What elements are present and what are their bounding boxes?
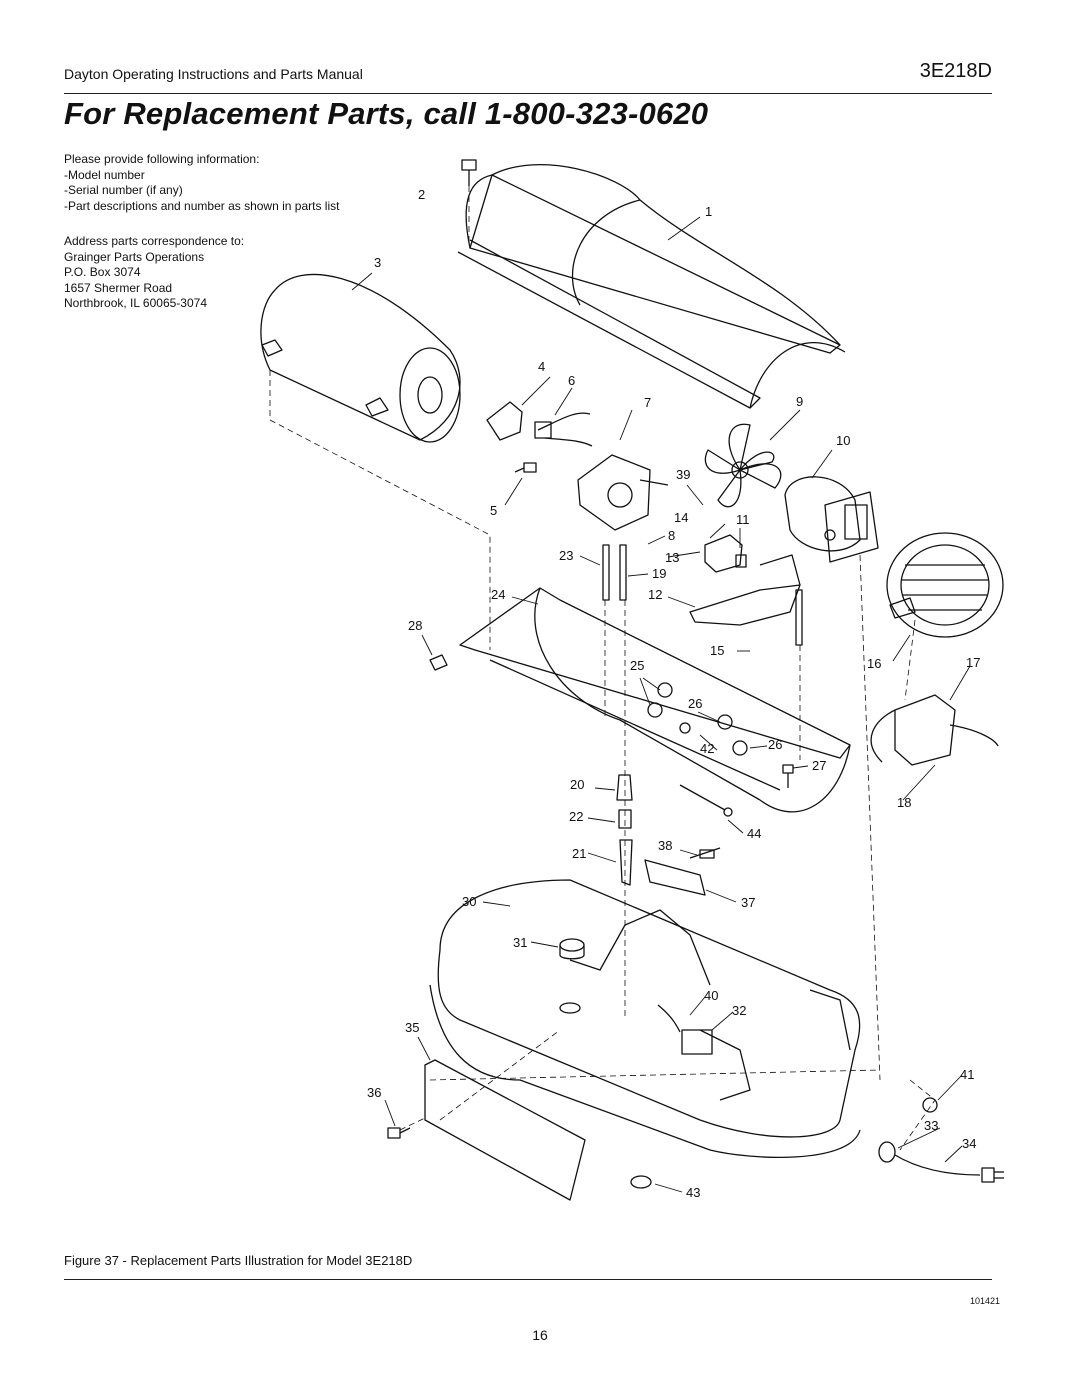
address-intro: Address parts correspondence to: <box>64 234 245 248</box>
screw-5 <box>514 462 537 473</box>
nozzle-assembly <box>616 774 633 886</box>
callout-label: 28 <box>408 618 422 633</box>
callout-label: 26 <box>768 737 782 752</box>
callout-label: 38 <box>658 838 672 853</box>
callout-label: 16 <box>867 656 881 671</box>
callout-label: 24 <box>491 587 505 602</box>
header-divider <box>64 93 992 94</box>
callout-label: 21 <box>572 846 586 861</box>
callout-label: 37 <box>741 895 755 910</box>
manual-title: Dayton Operating Instructions and Parts … <box>64 66 363 82</box>
screw-2 <box>461 159 477 186</box>
callout-label: 6 <box>568 373 575 388</box>
address-line: P.O. Box 3074 <box>64 265 141 279</box>
callout-label: 3 <box>374 255 381 270</box>
page-number: 16 <box>532 1327 548 1343</box>
control-box-17 <box>870 694 999 766</box>
callout-label: 44 <box>747 826 761 841</box>
callout-label: 4 <box>538 359 545 374</box>
filter-38 <box>689 847 721 859</box>
callout-label: 17 <box>966 655 980 670</box>
callout-numbers: 1 2 3 4 5 6 7 8 9 10 11 12 13 14 15 16 1… <box>367 187 980 1200</box>
callout-label: 22 <box>569 809 583 824</box>
callout-label: 20 <box>570 777 584 792</box>
document-number: 101421 <box>969 1296 1000 1306</box>
callout-label: 41 <box>960 1067 974 1082</box>
callout-label: 27 <box>812 758 826 773</box>
info-item: -Model number <box>64 167 145 182</box>
strain-relief-33 <box>878 1141 896 1163</box>
info-intro: Please provide following information: <box>64 152 260 166</box>
page-title: For Replacement Parts, call 1-800-323-06… <box>64 96 709 131</box>
grommets <box>647 682 748 756</box>
leader-lines <box>351 216 971 1193</box>
callout-label: 33 <box>924 1118 938 1133</box>
fan-guard-16 <box>886 532 1004 638</box>
fan-blade-9 <box>704 423 782 508</box>
rods-19-23 <box>602 544 803 646</box>
callout-label: 19 <box>652 566 666 581</box>
relay-13 <box>704 534 743 573</box>
lower-shell-24 <box>459 587 851 813</box>
callout-label: 13 <box>665 550 679 565</box>
bracket-12 <box>689 554 801 626</box>
callout-label: 43 <box>686 1185 700 1200</box>
info-block: Please provide following information: -M… <box>64 152 339 214</box>
power-cord-34 <box>894 1154 1004 1183</box>
fuel-cap-31 <box>559 938 585 1014</box>
figure-caption: Figure 37 - Replacement Parts Illustrati… <box>64 1253 413 1268</box>
callout-label: 23 <box>559 548 573 563</box>
photocell-11 <box>735 554 747 568</box>
screw-36 <box>387 1127 411 1139</box>
callout-label: 35 <box>405 1020 419 1035</box>
callout-label: 8 <box>668 528 675 543</box>
address-line: Northbrook, IL 60065-3074 <box>64 296 207 310</box>
wire-40 <box>657 1004 681 1033</box>
address-block: Address parts correspondence to: Grainge… <box>64 234 244 312</box>
bracket-4 <box>486 401 523 441</box>
callout-label: 18 <box>897 795 911 810</box>
callout-label: 7 <box>644 395 651 410</box>
callout-label: 36 <box>367 1085 381 1100</box>
clip-28 <box>429 654 448 671</box>
callout-label: 12 <box>648 587 662 602</box>
pump-assembly-7 <box>577 454 669 531</box>
callout-label: 10 <box>836 433 850 448</box>
motor-10 <box>784 476 879 563</box>
combustion-chamber <box>260 273 461 443</box>
callout-label: 11 <box>736 512 750 527</box>
address-line: Grainger Parts Operations <box>64 249 205 264</box>
wire-harness-6 <box>534 412 593 447</box>
callout-label: 15 <box>710 643 724 658</box>
callout-label: 9 <box>796 394 803 409</box>
callout-label: 25 <box>630 658 644 673</box>
rod-44 <box>679 784 733 817</box>
assembly-lines <box>269 186 936 1151</box>
nut-41 <box>922 1097 938 1113</box>
callout-label: 14 <box>674 510 688 525</box>
callout-label: 2 <box>418 187 425 202</box>
callout-label: 34 <box>962 1136 976 1151</box>
callout-label: 30 <box>462 894 476 909</box>
panel-35 <box>424 1059 586 1201</box>
gauge-32 <box>681 1029 713 1055</box>
callout-label: 5 <box>490 503 497 518</box>
model-number: 3E218D <box>919 60 992 82</box>
footer-divider <box>64 1279 992 1280</box>
info-item: -Serial number (if any) <box>64 183 183 197</box>
callout-label: 42 <box>700 741 714 756</box>
grommet-43 <box>630 1175 652 1189</box>
callout-label: 26 <box>688 696 702 711</box>
bracket-37 <box>644 859 706 896</box>
address-line: 1657 Shermer Road <box>64 280 173 295</box>
upper-shell <box>457 164 846 409</box>
callout-label: 40 <box>704 988 718 1003</box>
screw-27 <box>782 764 794 788</box>
callout-label: 32 <box>732 1003 746 1018</box>
callout-label: 1 <box>705 204 712 219</box>
callout-label: 39 <box>676 467 690 482</box>
callout-label: 31 <box>513 935 527 950</box>
info-item: -Part descriptions and number as shown i… <box>64 198 340 213</box>
